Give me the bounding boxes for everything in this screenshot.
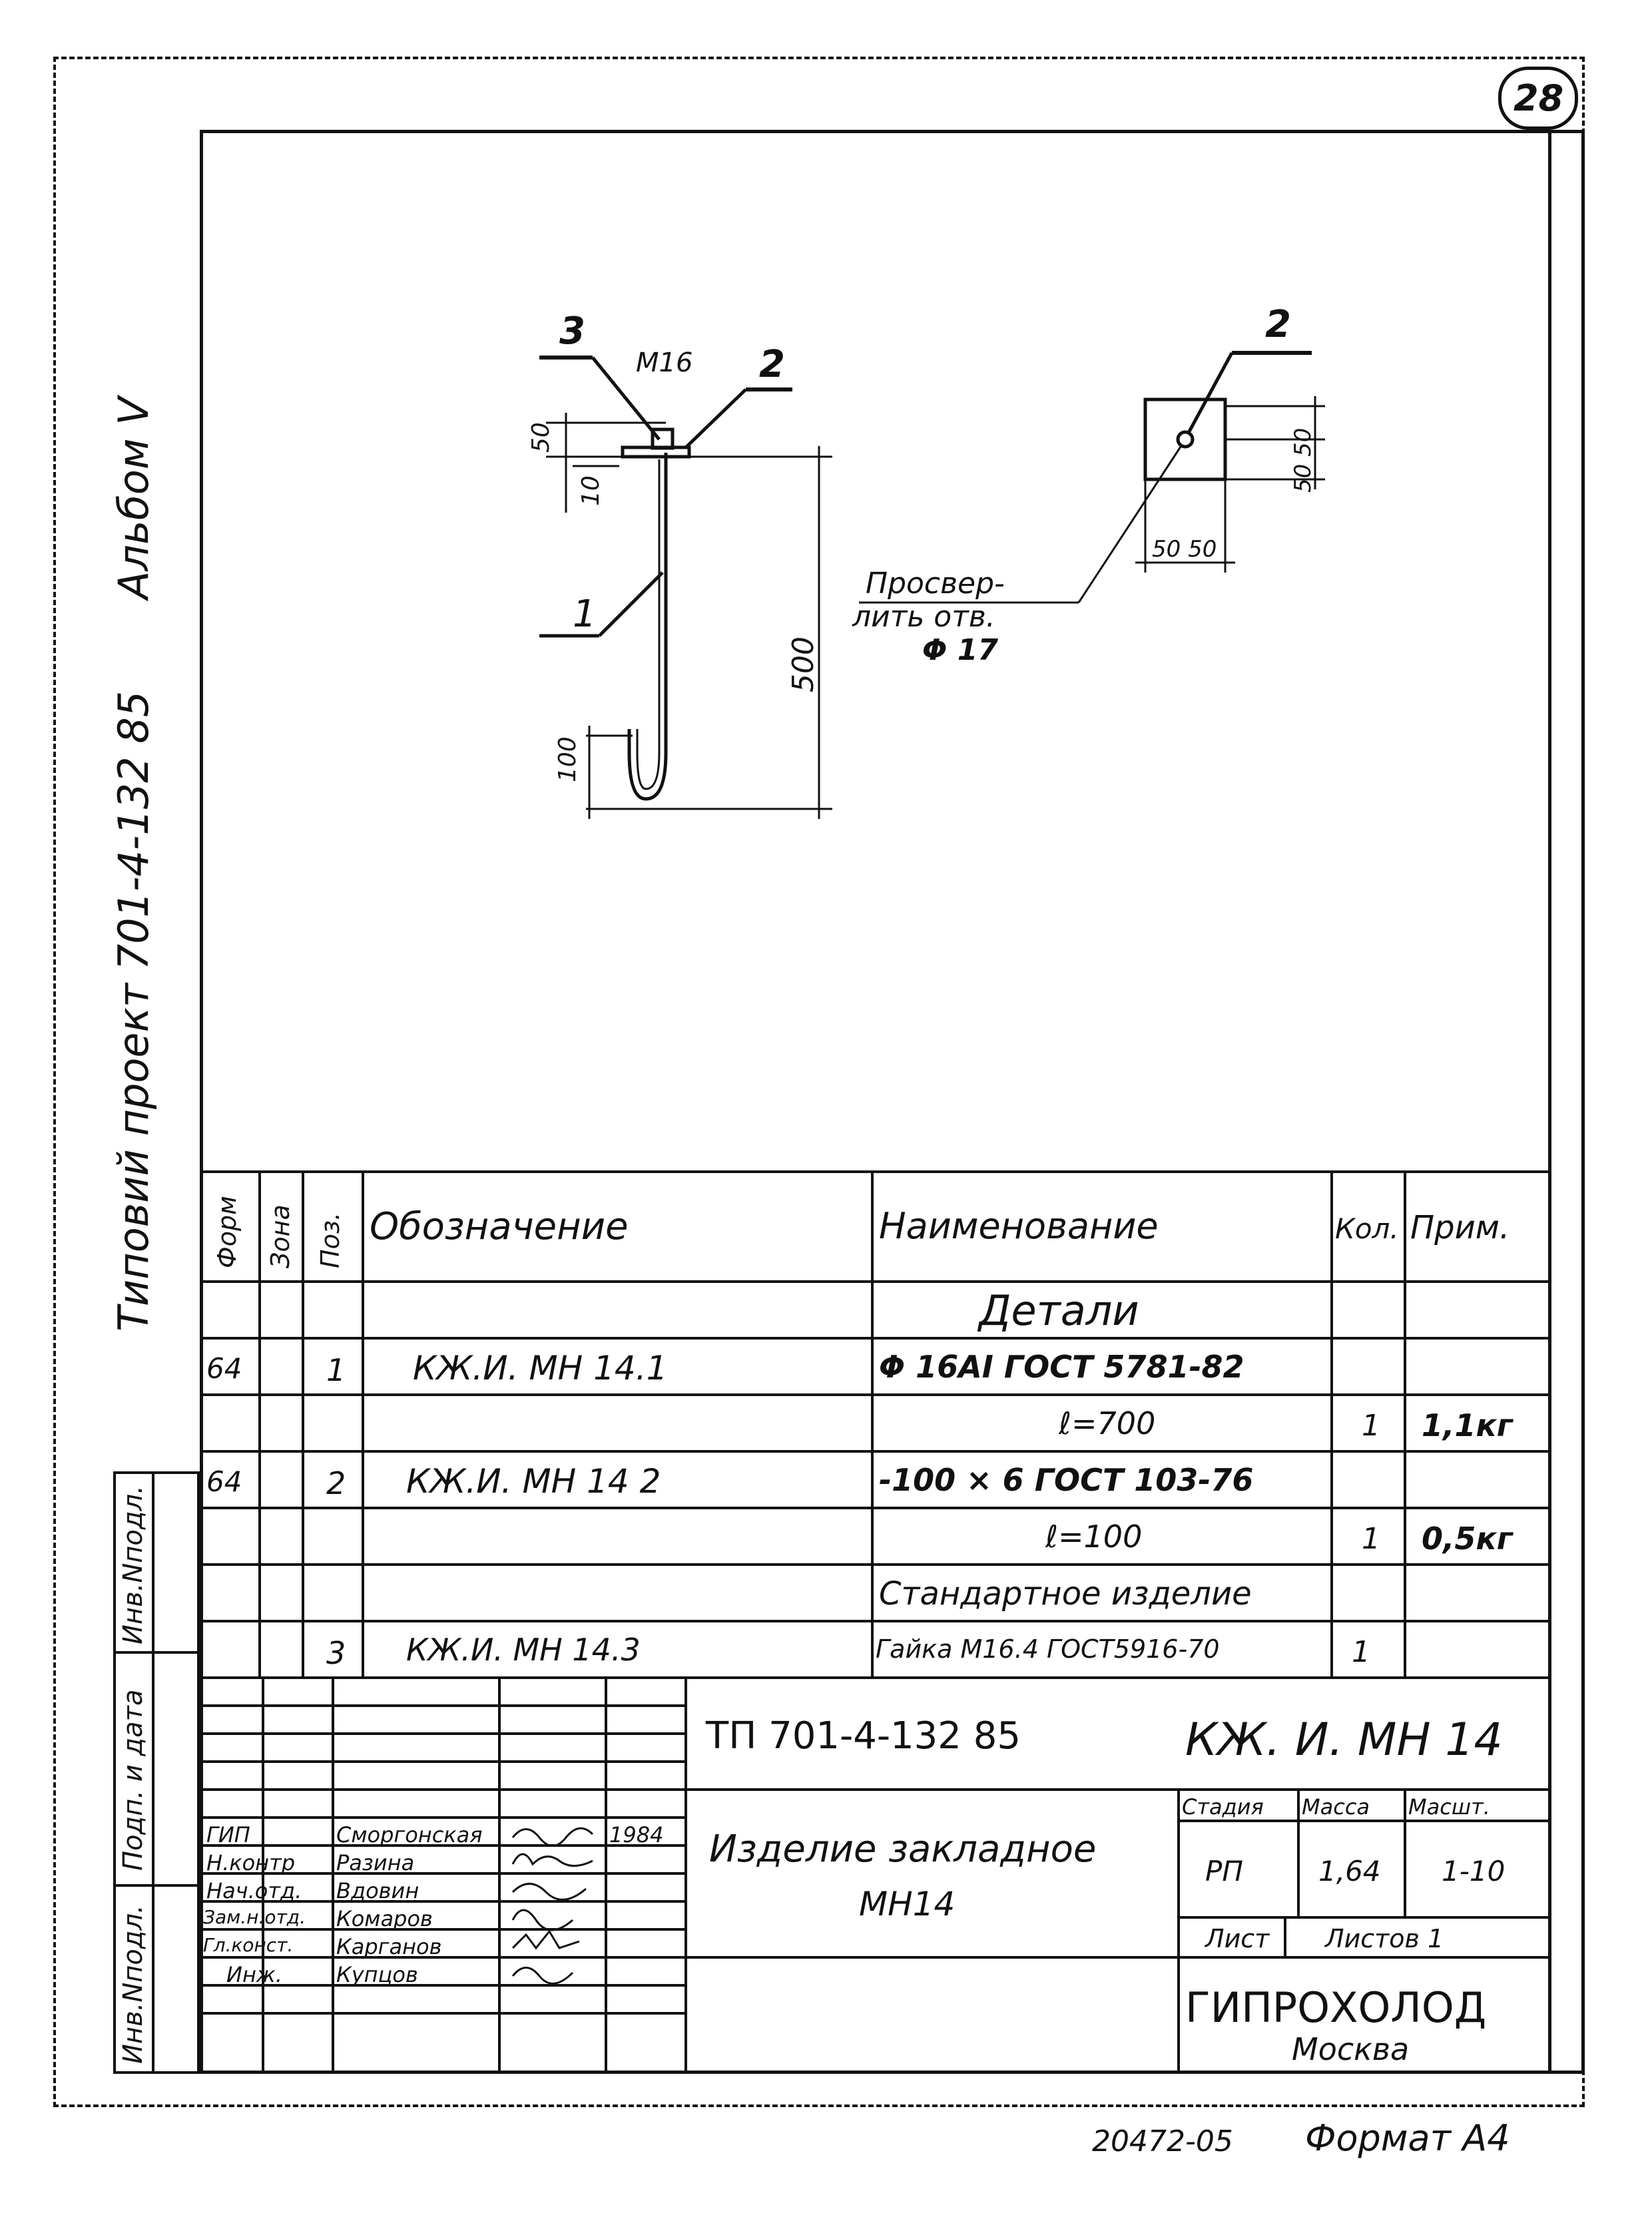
side-stamp-line-2 <box>113 1884 200 1887</box>
row6-pos: 3 <box>326 1635 346 1671</box>
callout-1: 1 <box>573 593 597 636</box>
sig-name-1: Сморгонская <box>336 1822 483 1848</box>
organization: ГИПРОХОЛОД <box>1185 1983 1487 2032</box>
signature-2 <box>511 1853 593 1867</box>
dim-plate-width: 50 50 <box>1152 536 1217 563</box>
side-stamp-column <box>113 1471 200 2074</box>
anchor-bar-inner <box>636 459 661 790</box>
row5-name: Стандартное изделие <box>879 1575 1252 1612</box>
sig-role-3: Нач.отд. <box>206 1878 302 1903</box>
row1-name: Φ 16АⅠ ГОСТ 5781-82 <box>879 1349 1244 1385</box>
sig-name-4: Комаров <box>336 1906 433 1931</box>
thread-label: М16 <box>636 348 693 378</box>
project-code: ТП 701-4-132 85 <box>706 1714 1021 1758</box>
sig-role-1: ГИП <box>206 1822 250 1848</box>
title-line-1: Изделие закладное <box>709 1828 1097 1871</box>
signature-6 <box>511 1967 574 1985</box>
row6-name: Гайка М16.4 ГОСТ5916-70 <box>876 1634 1220 1664</box>
row2-qty: 1 <box>1362 1409 1380 1443</box>
row3-format: 64 <box>206 1465 242 1498</box>
sig-name-6: Купцов <box>336 1962 418 1987</box>
sheet-number-badge: 28 <box>1498 67 1578 130</box>
header-qty: Кол. <box>1335 1212 1399 1245</box>
scale-value: 1-10 <box>1442 1855 1506 1887</box>
nut-side-view <box>651 427 675 450</box>
header-designation: Обозначение <box>370 1205 629 1248</box>
mass-value: 1,64 <box>1318 1855 1381 1887</box>
callout-2-side: 2 <box>759 343 785 386</box>
sheets-label: Листов 1 <box>1325 1924 1444 1953</box>
anchor-bar-outline <box>627 453 668 801</box>
header-note: Прим. <box>1410 1209 1510 1246</box>
city: Москва <box>1292 2031 1410 2067</box>
callout-3: 3 <box>559 310 585 353</box>
sheet-label: Лист <box>1205 1924 1270 1953</box>
signature-4 <box>511 1909 573 1931</box>
row4-qty: 1 <box>1362 1522 1380 1556</box>
sig-name-2: Разина <box>336 1850 415 1875</box>
sig-name-5: Карганов <box>336 1934 442 1959</box>
drawing-frame <box>200 130 1585 2074</box>
drill-note-2: лить отв. <box>852 600 995 634</box>
drill-note-1: Просвер- <box>866 567 1005 601</box>
document-code: КЖ. И. МН 14 <box>1185 1714 1503 1766</box>
sig-date-1: 1984 <box>609 1822 664 1848</box>
sig-role-2: Н.контр <box>206 1850 296 1875</box>
row4-name: ℓ=100 <box>1045 1519 1143 1555</box>
signature-1 <box>511 1827 594 1847</box>
inventory-number: 20472-05 <box>1092 2124 1233 2158</box>
row1-designation: КЖ.И. МН 14.1 <box>413 1349 668 1387</box>
signature-5 <box>511 1929 580 1950</box>
stage-value: РП <box>1205 1855 1243 1887</box>
right-inner-line <box>1548 130 1551 2074</box>
row4-note: 0,5кг <box>1422 1521 1513 1557</box>
title-line-2: МН14 <box>859 1885 956 1923</box>
sig-name-3: Вдовин <box>336 1878 419 1903</box>
mass-label: Масса <box>1302 1794 1370 1820</box>
row1-format: 64 <box>206 1352 242 1385</box>
row6-designation: КЖ.И. МН 14.3 <box>406 1632 641 1668</box>
row3-name: -100 × 6 ГОСТ 103-76 <box>879 1462 1254 1498</box>
row3-pos: 2 <box>326 1465 346 1501</box>
row3-designation: КЖ.И. МН 14 2 <box>406 1462 661 1501</box>
sig-role-5: Гл.конст. <box>203 1934 294 1956</box>
row1-pos: 1 <box>326 1352 346 1388</box>
drill-note-3: Φ 17 <box>922 633 998 667</box>
row2-name: ℓ=700 <box>1059 1405 1156 1441</box>
plate-hole <box>1176 430 1195 449</box>
sig-role-4: Зам.н.отд. <box>203 1906 306 1928</box>
callout-2-top: 2 <box>1265 303 1291 346</box>
scale-label: Масшт. <box>1408 1794 1490 1820</box>
header-name: Наименование <box>879 1205 1159 1247</box>
row2-note: 1,1кг <box>1422 1407 1513 1443</box>
signature-3 <box>511 1883 587 1901</box>
sig-role-6: Инж. <box>226 1962 282 1987</box>
side-stamp-line-1 <box>113 1651 200 1654</box>
side-stamp-column-divider <box>152 1471 154 2074</box>
row6-qty: 1 <box>1352 1635 1370 1669</box>
section-details: Детали <box>979 1286 1139 1335</box>
stage-label: Стадия <box>1182 1794 1264 1820</box>
paper-format: Формат А4 <box>1305 2117 1510 2159</box>
